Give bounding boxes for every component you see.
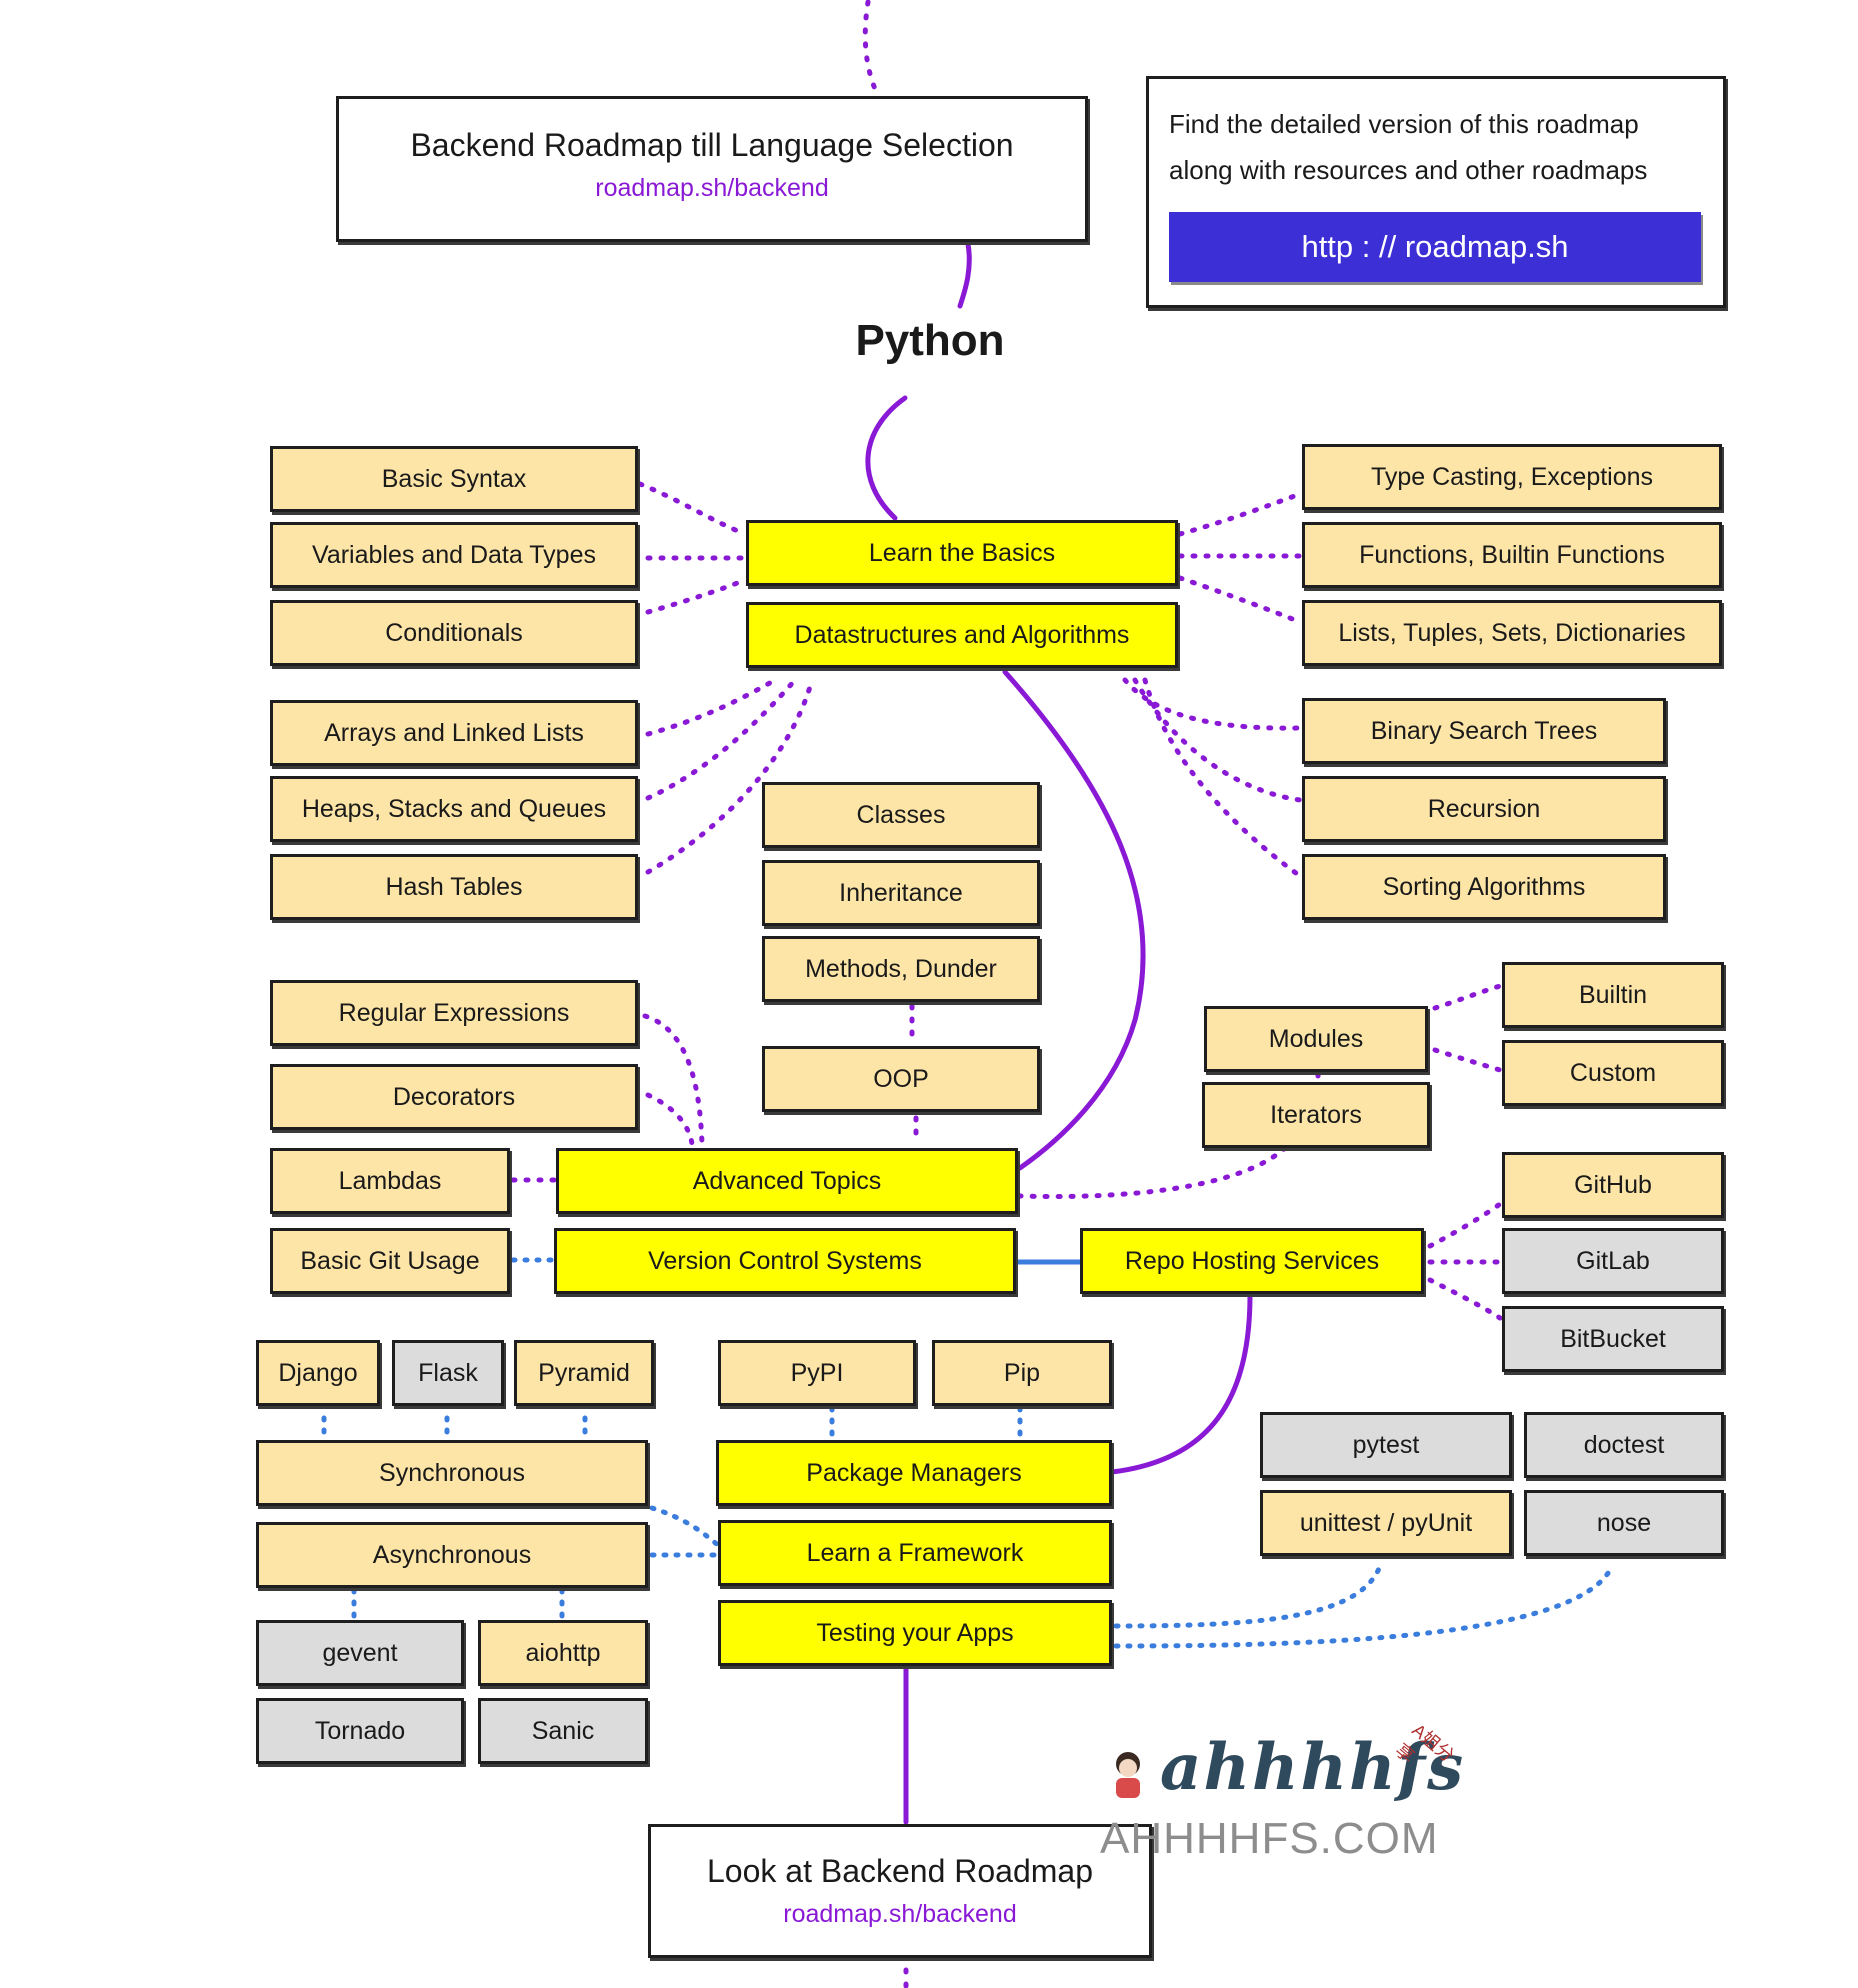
node-learn-basics[interactable]: Learn the Basics — [746, 520, 1178, 586]
cta-text: Find the detailed version of this roadma… — [1149, 79, 1723, 193]
cta-card: Find the detailed version of this roadma… — [1146, 76, 1726, 308]
header-card: Backend Roadmap till Language Selection … — [336, 96, 1088, 242]
footer-card: Look at Backend Roadmap roadmap.sh/backe… — [648, 1824, 1152, 1958]
node-heaps[interactable]: Heaps, Stacks and Queues — [270, 776, 638, 842]
watermark: ahhhhfs A姐分享 AHHHHFS.COM — [1100, 1720, 1463, 1870]
watermark-domain: AHHHHFS.COM — [1100, 1814, 1439, 1863]
node-regex[interactable]: Regular Expressions — [270, 980, 638, 1046]
path-python-to-basics — [865, 395, 908, 521]
watermark-script: ahhhhfs — [1160, 1730, 1466, 1805]
header-link[interactable]: roadmap.sh/backend — [595, 174, 829, 202]
node-pyramid[interactable]: Pyramid — [514, 1340, 654, 1406]
path-header-to-python — [957, 241, 972, 309]
node-variables[interactable]: Variables and Data Types — [270, 522, 638, 588]
node-pypi[interactable]: PyPI — [718, 1340, 916, 1406]
node-basic-git[interactable]: Basic Git Usage — [270, 1228, 510, 1294]
node-datastructures[interactable]: Datastructures and Algorithms — [746, 602, 1178, 668]
node-functions[interactable]: Functions, Builtin Functions — [1302, 522, 1722, 588]
language-label: Python — [855, 316, 1005, 365]
node-classes[interactable]: Classes — [762, 782, 1040, 848]
path-top-dotted — [862, 0, 881, 99]
node-flask[interactable]: Flask — [392, 1340, 504, 1406]
node-hash-tables[interactable]: Hash Tables — [270, 854, 638, 920]
node-decorators[interactable]: Decorators — [270, 1064, 638, 1130]
node-pip[interactable]: Pip — [932, 1340, 1112, 1406]
node-modules[interactable]: Modules — [1204, 1006, 1428, 1072]
path-repo-to-package — [1109, 1292, 1253, 1475]
node-learn-framework[interactable]: Learn a Framework — [718, 1520, 1112, 1586]
node-asynchronous[interactable]: Asynchronous — [256, 1522, 648, 1588]
node-custom[interactable]: Custom — [1502, 1040, 1724, 1106]
path-ds-to-advanced — [1002, 669, 1146, 1171]
node-unittest[interactable]: unittest / pyUnit — [1260, 1490, 1512, 1556]
node-tornado[interactable]: Tornado — [256, 1698, 464, 1764]
node-methods-dunder[interactable]: Methods, Dunder — [762, 936, 1040, 1002]
node-aiohttp[interactable]: aiohttp — [478, 1620, 648, 1686]
node-recursion[interactable]: Recursion — [1302, 776, 1666, 842]
node-arrays[interactable]: Arrays and Linked Lists — [270, 700, 638, 766]
node-sanic[interactable]: Sanic — [478, 1698, 648, 1764]
footer-link[interactable]: roadmap.sh/backend — [783, 1900, 1017, 1928]
cta-text-line2: along with resources and other roadmaps — [1169, 155, 1648, 185]
node-iterators[interactable]: Iterators — [1202, 1082, 1430, 1148]
header-title: Backend Roadmap till Language Selection — [410, 127, 1014, 163]
node-bitbucket[interactable]: BitBucket — [1502, 1306, 1724, 1372]
node-lists-tuples[interactable]: Lists, Tuples, Sets, Dictionaries — [1302, 600, 1722, 666]
node-bst[interactable]: Binary Search Trees — [1302, 698, 1666, 764]
node-gevent[interactable]: gevent — [256, 1620, 464, 1686]
node-django[interactable]: Django — [256, 1340, 380, 1406]
node-doctest[interactable]: doctest — [1524, 1412, 1724, 1478]
node-package-managers[interactable]: Package Managers — [716, 1440, 1112, 1506]
node-gitlab[interactable]: GitLab — [1502, 1228, 1724, 1294]
node-basic-syntax[interactable]: Basic Syntax — [270, 446, 638, 512]
node-type-casting[interactable]: Type Casting, Exceptions — [1302, 444, 1722, 510]
node-repo-hosting[interactable]: Repo Hosting Services — [1080, 1228, 1424, 1294]
node-nose[interactable]: nose — [1524, 1490, 1724, 1556]
node-conditionals[interactable]: Conditionals — [270, 600, 638, 666]
node-pytest[interactable]: pytest — [1260, 1412, 1512, 1478]
node-lambdas[interactable]: Lambdas — [270, 1148, 510, 1214]
cta-text-line1: Find the detailed version of this roadma… — [1169, 109, 1639, 139]
footer-title: Look at Backend Roadmap — [706, 1853, 1094, 1889]
node-testing-apps[interactable]: Testing your Apps — [718, 1600, 1112, 1666]
node-github[interactable]: GitHub — [1502, 1152, 1724, 1218]
avatar-icon — [1116, 1752, 1140, 1798]
node-advanced-topics[interactable]: Advanced Topics — [556, 1148, 1018, 1214]
node-synchronous[interactable]: Synchronous — [256, 1440, 648, 1506]
node-builtin[interactable]: Builtin — [1502, 962, 1724, 1028]
node-oop[interactable]: OOP — [762, 1046, 1040, 1112]
roadmap-link-button[interactable]: http : // roadmap.sh — [1169, 212, 1701, 282]
node-version-control[interactable]: Version Control Systems — [554, 1228, 1016, 1294]
node-sorting[interactable]: Sorting Algorithms — [1302, 854, 1666, 920]
node-inheritance[interactable]: Inheritance — [762, 860, 1040, 926]
